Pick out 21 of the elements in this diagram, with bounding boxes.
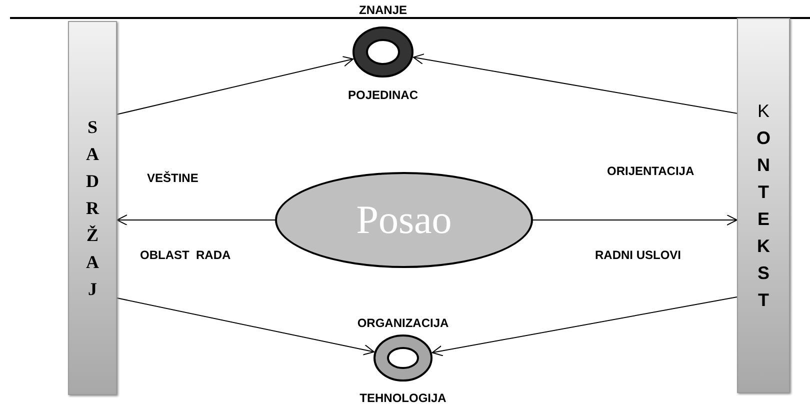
ring-caption: TEHNOLOGIJA [360, 392, 446, 405]
vertical-bar [68, 21, 117, 395]
arrow [432, 296, 738, 356]
ring-caption: POJEDINAC [348, 89, 418, 102]
ring-symbol [352, 26, 414, 78]
ellipse-label: Posao [356, 200, 452, 240]
side-label: RADNI USLOVI [595, 248, 682, 262]
vertical-text: KONTEKST [755, 100, 772, 312]
ring-caption: ZNANJE [359, 4, 407, 17]
vertical-bar [737, 18, 790, 393]
vertical-text: SADRŽAJ [85, 116, 100, 300]
ring-caption: ORGANIZACIJA [357, 317, 449, 330]
side-label: OBLAST RADA [140, 248, 231, 262]
side-label: ORIJENTACIJA [607, 164, 694, 178]
arrow [412, 54, 738, 114]
ring-symbol [373, 334, 433, 382]
side-label: VEŠTINE [147, 171, 198, 185]
arrow [116, 56, 354, 115]
arrow [532, 214, 738, 226]
arrow [116, 214, 276, 226]
arrow [116, 298, 374, 356]
